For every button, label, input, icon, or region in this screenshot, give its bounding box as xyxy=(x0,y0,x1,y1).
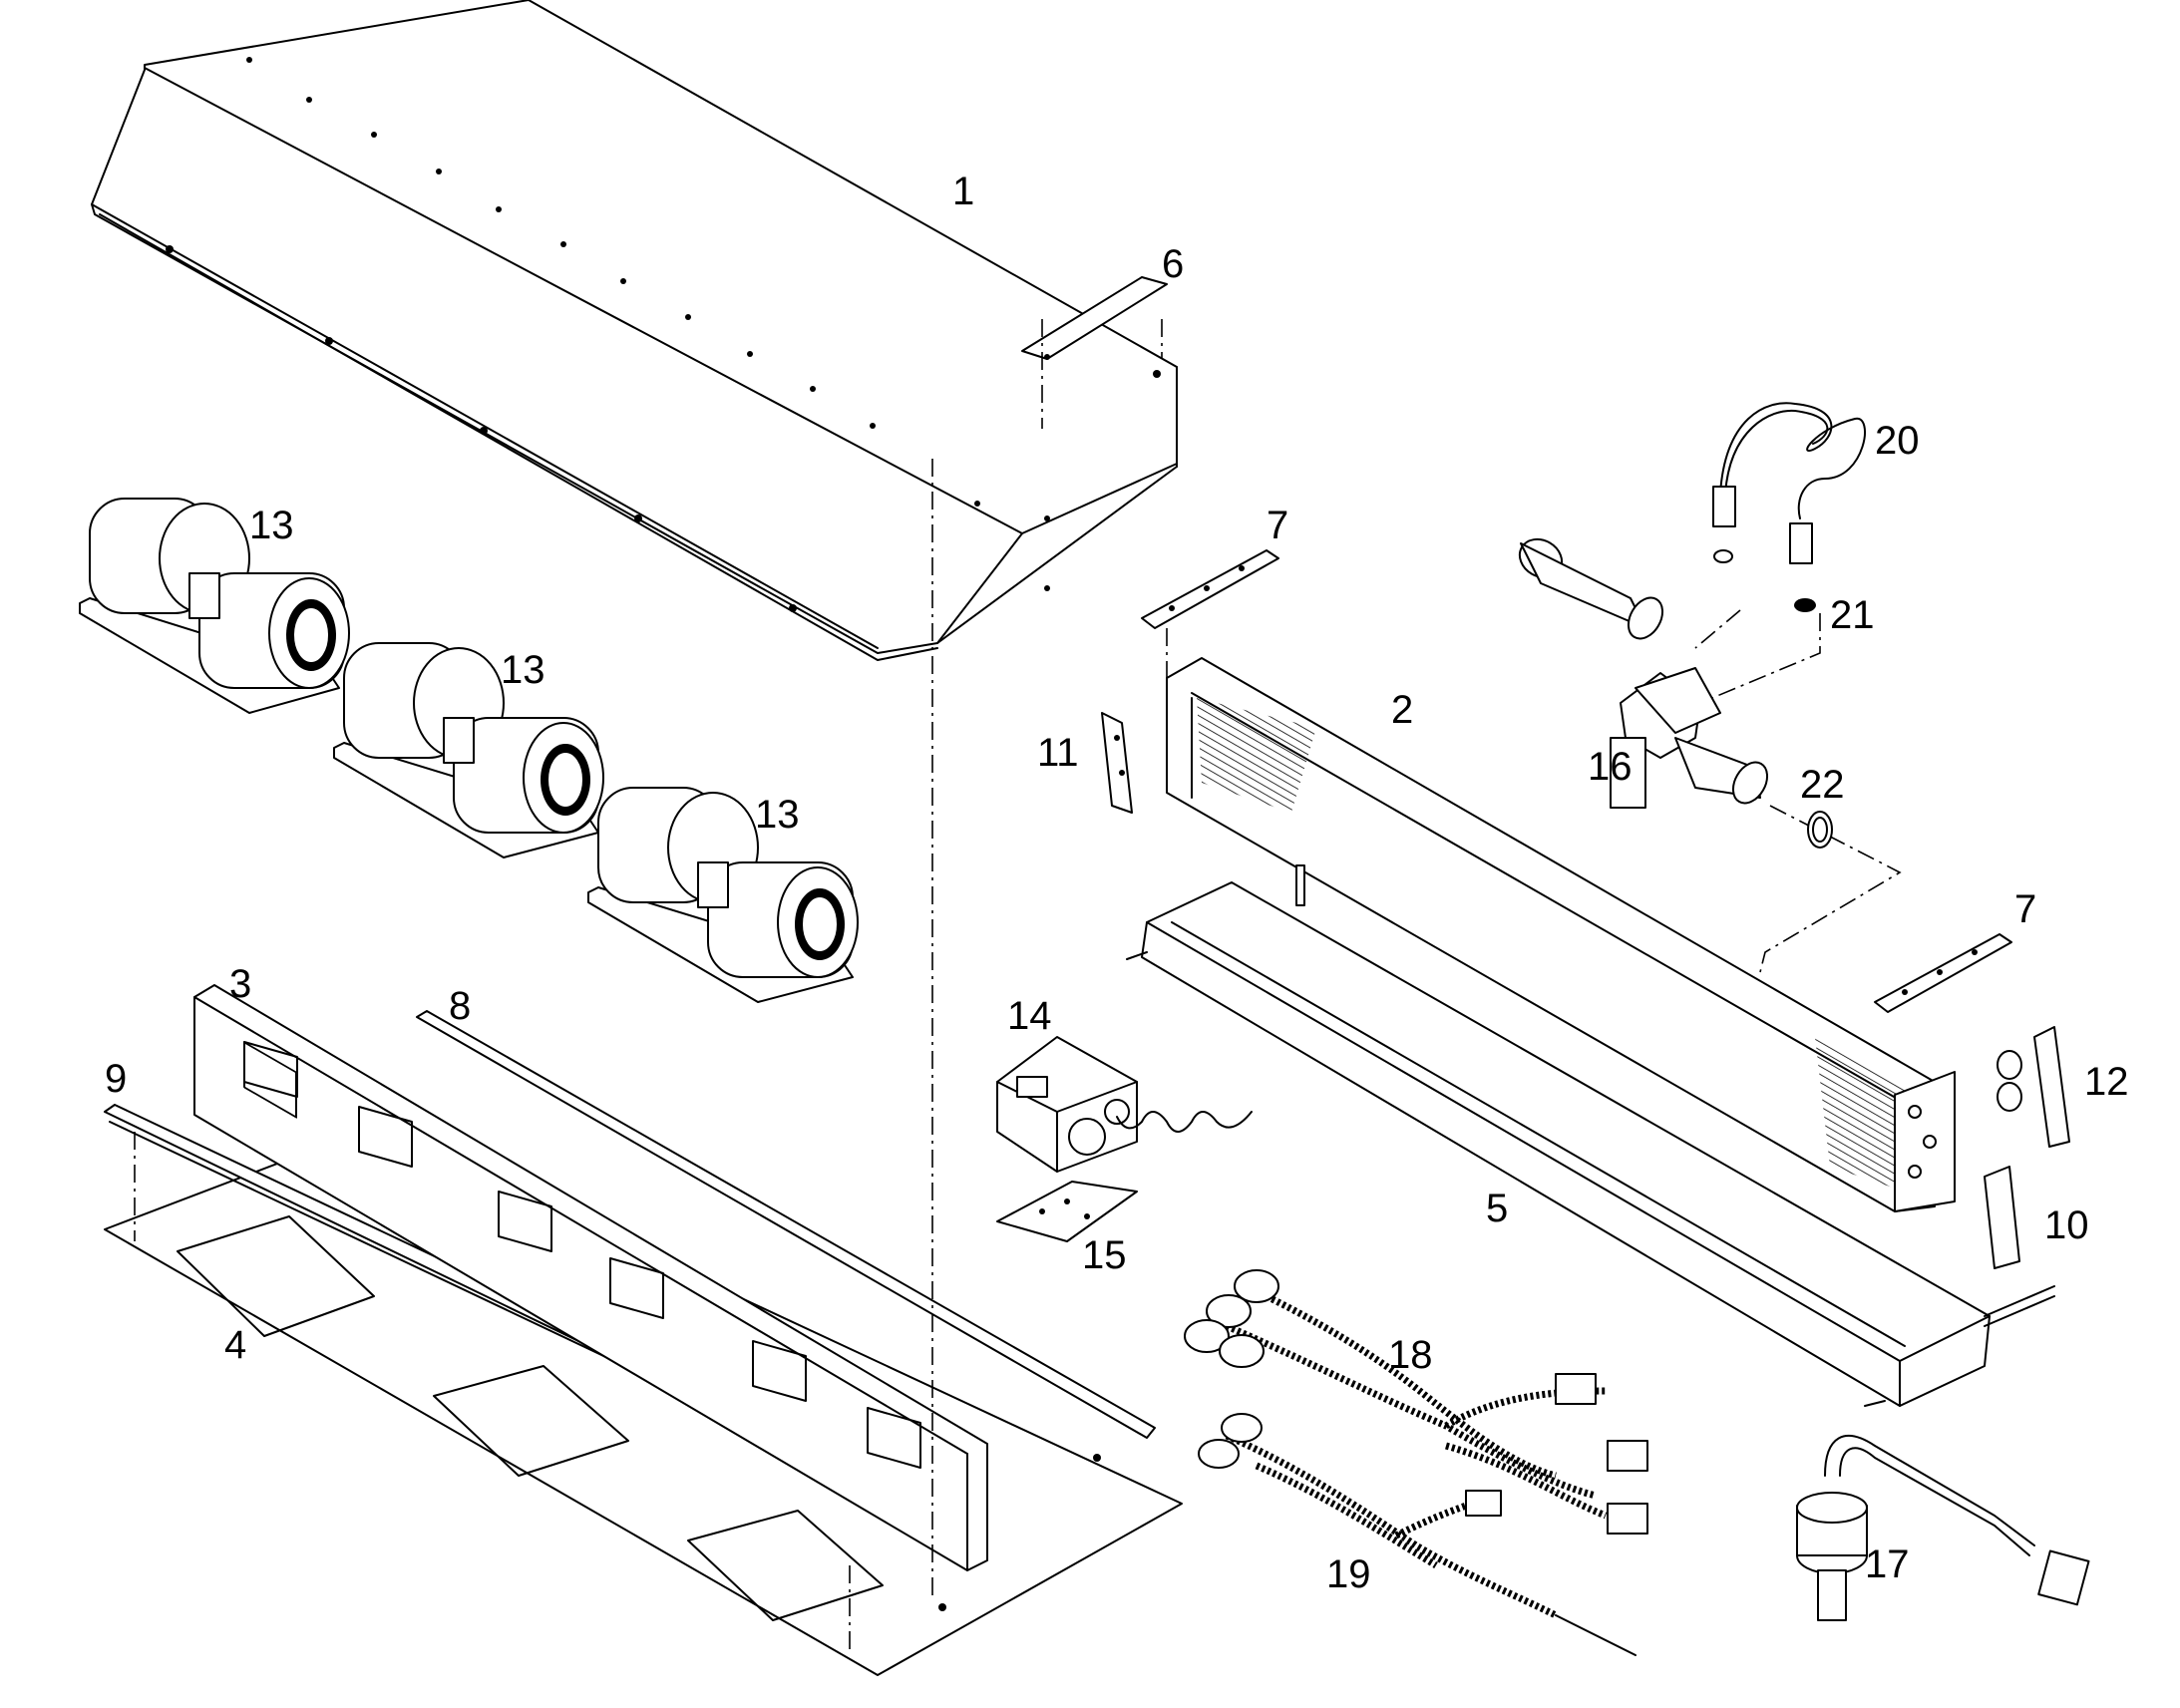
part-1-cover-housing xyxy=(91,0,1178,661)
callout-7-top: 7 xyxy=(1267,504,1288,547)
callout-13-middle: 13 xyxy=(501,648,545,692)
callout-8: 8 xyxy=(449,984,471,1028)
part-19-wiring-harness xyxy=(1198,1413,1636,1656)
callout-2: 2 xyxy=(1391,688,1413,732)
part-16-expansion-valve xyxy=(1518,537,1769,809)
part-2-evaporator-coil xyxy=(1166,657,1956,1212)
callout-6: 6 xyxy=(1162,242,1184,286)
callout-3: 3 xyxy=(229,962,251,1006)
callout-10: 10 xyxy=(2044,1203,2089,1247)
callout-22: 22 xyxy=(1800,763,1845,807)
part-15-mount-plate xyxy=(996,1181,1138,1242)
part-21-oring xyxy=(1713,549,1816,612)
part-20-capillary-tube xyxy=(1712,402,1866,564)
callout-13-top: 13 xyxy=(249,504,294,547)
part-3-front-panel xyxy=(193,984,988,1571)
part-7-bracket-bottom xyxy=(1874,933,2012,1013)
callout-11: 11 xyxy=(1037,731,1079,775)
part-10-end-bracket xyxy=(1984,1166,2020,1269)
callout-15: 15 xyxy=(1082,1233,1127,1277)
callout-19: 19 xyxy=(1326,1552,1371,1596)
callout-21: 21 xyxy=(1830,593,1875,637)
part-14-controller xyxy=(996,1036,1253,1173)
callout-labels: 1 2 3 4 5 6 7 7 8 9 10 11 12 13 13 13 14… xyxy=(105,170,2129,1596)
part-7-bracket-top xyxy=(1141,549,1279,629)
part-6-top-plate xyxy=(1021,276,1168,360)
part-13-blower-assembly-1 xyxy=(79,498,350,714)
callout-4: 4 xyxy=(224,1323,246,1367)
callout-13-bottom: 13 xyxy=(755,793,800,837)
part-12-end-bracket xyxy=(1997,1026,2070,1148)
part-13-blower-assembly-3 xyxy=(587,787,859,1003)
callout-20: 20 xyxy=(1875,419,1920,463)
callout-16: 16 xyxy=(1588,745,1633,789)
callout-18: 18 xyxy=(1388,1333,1433,1377)
callout-14: 14 xyxy=(1007,994,1052,1038)
callout-9: 9 xyxy=(105,1057,127,1101)
part-5-drain-tray xyxy=(1126,864,2055,1407)
callout-5: 5 xyxy=(1486,1187,1508,1230)
part-13-blower-assembly-2 xyxy=(333,642,604,858)
part-8-seal-strip xyxy=(416,1010,1156,1439)
callout-7-bottom: 7 xyxy=(2014,887,2036,931)
callout-17: 17 xyxy=(1865,1542,1910,1586)
callout-12: 12 xyxy=(2084,1060,2129,1104)
part-11-end-bracket xyxy=(1101,712,1133,814)
part-17-pressure-switch xyxy=(1796,1435,2090,1621)
callout-1: 1 xyxy=(952,170,974,213)
part-22-oring xyxy=(1807,811,1833,849)
part-18-wiring-harness xyxy=(1184,1269,1648,1535)
